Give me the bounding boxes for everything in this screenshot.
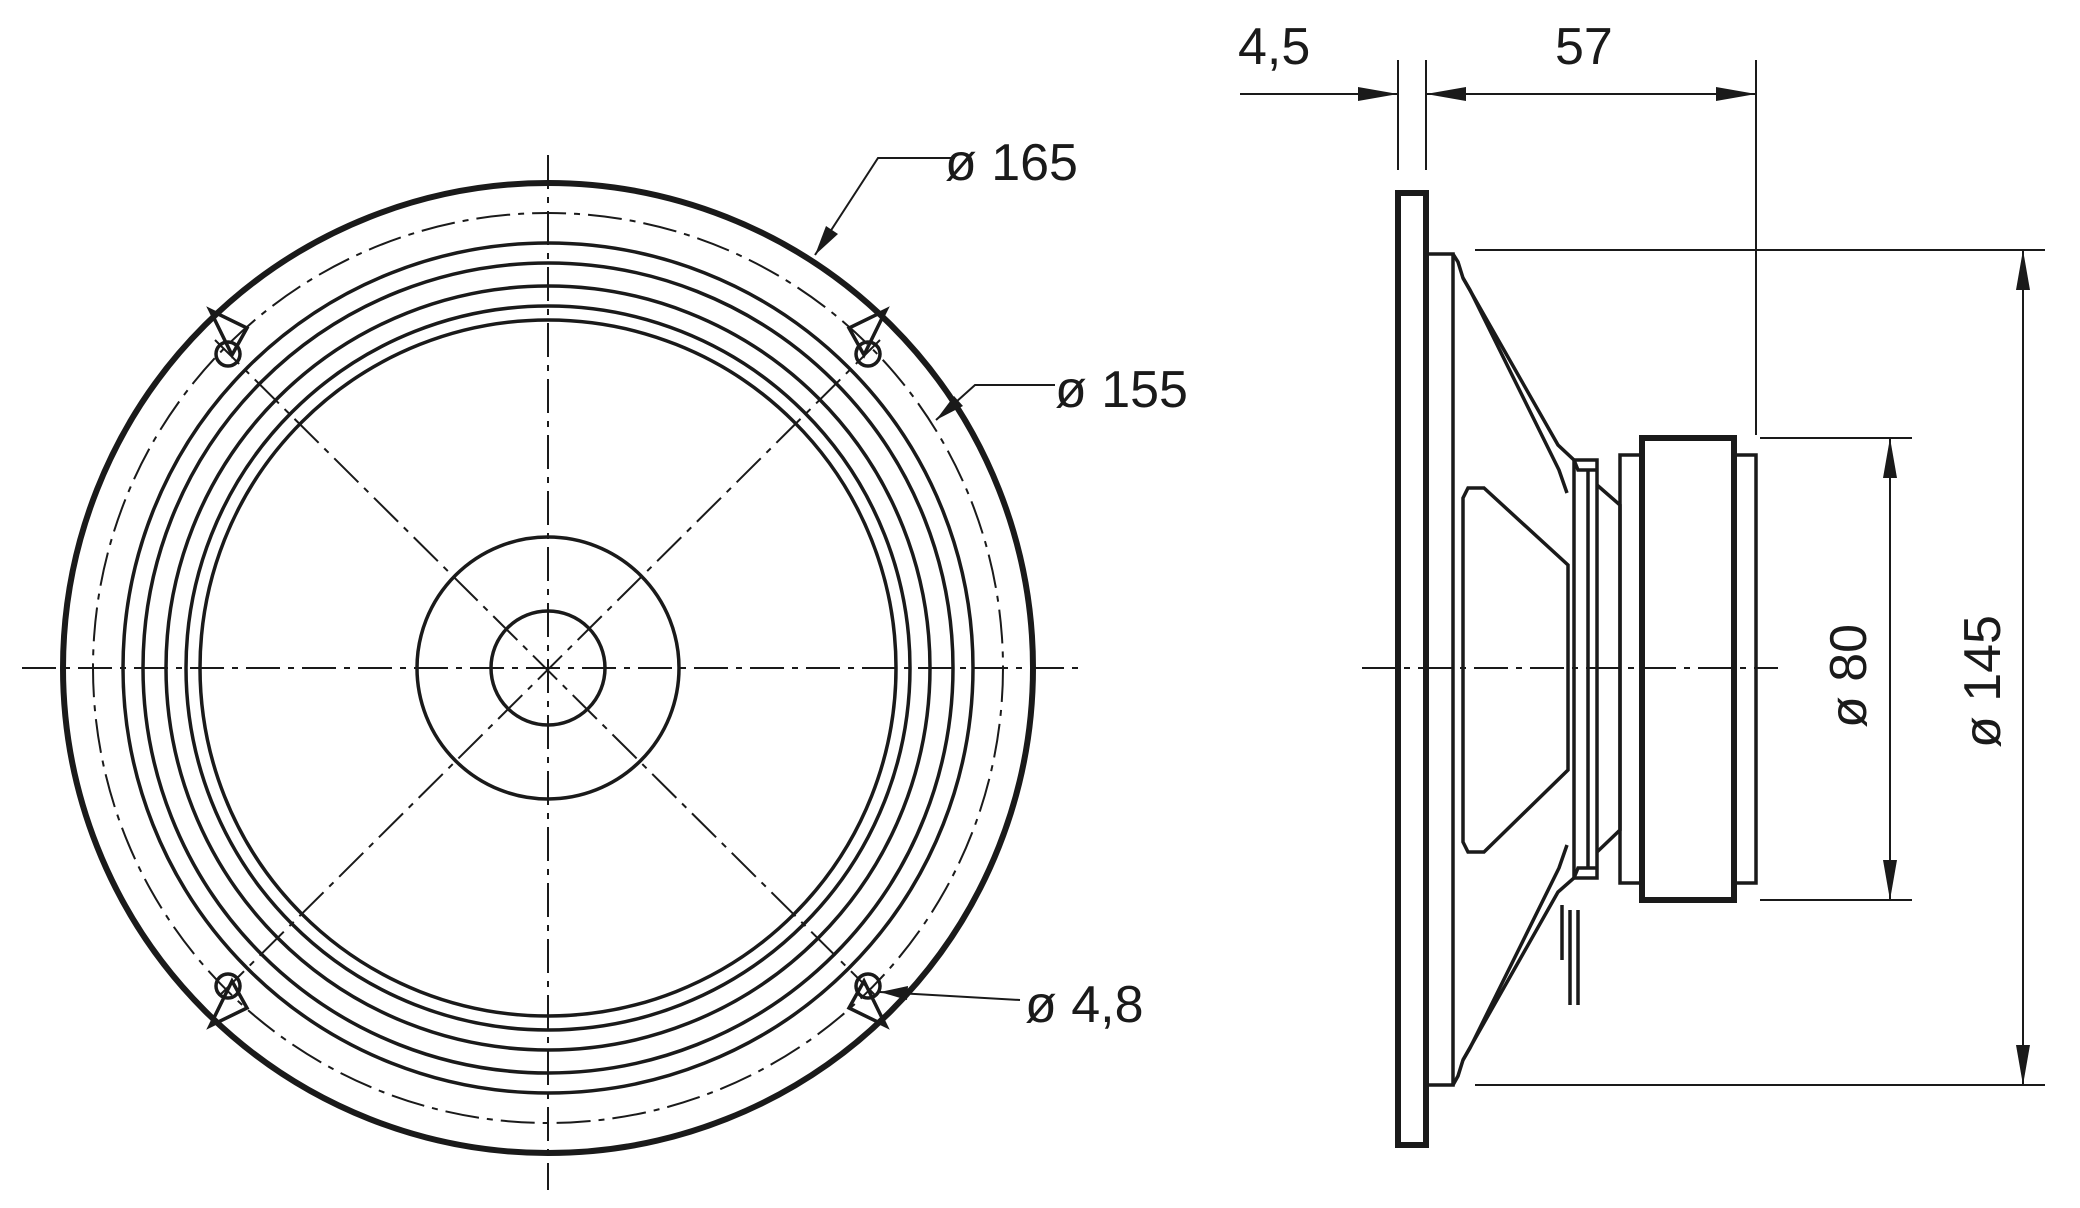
- basket-upper-inner: [1461, 277, 1569, 494]
- flange: [1395, 190, 1429, 1148]
- magnet-rear-plate: [1732, 453, 1758, 885]
- label-mounting-depth: 57: [1555, 18, 1613, 76]
- side-view: 4,5 57 ø 80 ø 145: [1238, 18, 2045, 1148]
- basket-lower-inner: [1461, 844, 1569, 1061]
- basket-upper: [1451, 253, 1597, 472]
- surround-ring-3: [164, 284, 932, 1052]
- dim-line-magnet: [1883, 438, 1897, 900]
- mount-hole-top-right: [846, 306, 890, 368]
- mount-hole-top-left: [206, 306, 250, 368]
- gasket-step: [1426, 252, 1455, 1087]
- leader-bolt-circle: [935, 384, 1055, 421]
- label-mount-hole: ø 4,8: [1025, 976, 1144, 1034]
- surround-ring-2: [141, 261, 955, 1075]
- dim-line-cutout: [2016, 250, 2030, 1085]
- dim-line-flange: [1240, 87, 1756, 101]
- dust-cap-outer: [415, 535, 681, 801]
- outer-frame-circle: [60, 180, 1036, 1156]
- leader-mount-hole: [879, 986, 1021, 1001]
- pole-plate: [1572, 458, 1599, 880]
- surround-ring-1: [121, 241, 975, 1095]
- dust-cap-inner: [489, 609, 607, 727]
- surround-ring-5: [198, 318, 898, 1018]
- front-diagonal-centerline-b: [214, 339, 881, 1001]
- bolt-circle: [92, 212, 1004, 1124]
- mount-hole-bottom-left: [206, 972, 250, 1030]
- label-cutout-diameter: ø 145: [1954, 615, 2012, 748]
- surround-ring-4: [184, 304, 912, 1032]
- label-outer-diameter: ø 165: [945, 134, 1078, 192]
- label-flange-thickness: 4,5: [1238, 18, 1310, 76]
- terminal-tabs: [1560, 905, 1580, 1005]
- label-bolt-circle: ø 155: [1055, 361, 1188, 419]
- mount-hole-bottom-right: [846, 972, 890, 1030]
- basket-window: [1461, 486, 1570, 854]
- front-view: ø 165 ø 155 ø 4,8: [22, 134, 1188, 1190]
- leader-outer-diameter: [814, 157, 955, 256]
- basket-lower: [1451, 866, 1597, 1086]
- label-magnet-diameter: ø 80: [1820, 624, 1878, 728]
